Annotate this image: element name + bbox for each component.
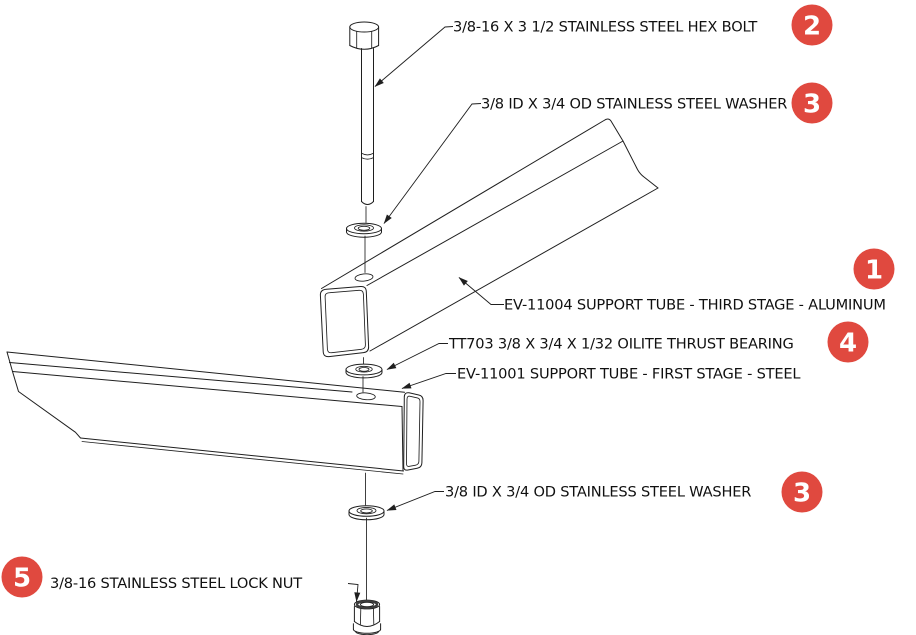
support-tube-first-stage-drawing [6, 351, 424, 475]
callout-label-lock-nut: 3/8-16 STAINLESS STEEL LOCK NUT [50, 575, 302, 592]
leader-hex-bolt [374, 26, 454, 87]
upper-washer-drawing [346, 222, 382, 238]
badge-1-number: 1 [865, 256, 883, 286]
thrust-bearing-drawing [345, 363, 383, 379]
hex-bolt-drawing [349, 21, 380, 205]
badge-3-upper-number: 3 [803, 90, 821, 120]
badge-4-number: 4 [839, 329, 857, 359]
leader-thrust-bearing [386, 343, 448, 370]
lower-washer-drawing [348, 505, 385, 521]
leader-lines [347, 26, 504, 602]
callout-label-upper-washer: 3/8 ID X 3/4 OD STAINLESS STEEL WASHER [481, 96, 787, 113]
badge-5: 5 [1, 556, 43, 598]
badge-2: 2 [791, 4, 833, 46]
support-tube-third-stage-drawing [319, 118, 659, 358]
badge-3-lower-number: 3 [793, 479, 811, 509]
leader-first-stage-tube [401, 373, 456, 389]
callout-labels: 3/8-16 X 3 1/2 STAINLESS STEEL HEX BOLT … [50, 19, 886, 593]
badge-4: 4 [827, 321, 869, 363]
badge-5-number: 5 [13, 564, 31, 594]
leader-lock-nut [347, 583, 361, 602]
center-line [362, 206, 367, 601]
callout-label-first-stage-tube: EV-11001 SUPPORT TUBE - FIRST STAGE - ST… [457, 366, 801, 383]
lock-nut-drawing [352, 599, 382, 635]
callout-label-hex-bolt: 3/8-16 X 3 1/2 STAINLESS STEEL HEX BOLT [453, 19, 757, 36]
callout-label-thrust-bearing: TT703 3/8 X 3/4 X 1/32 OILITE THRUST BEA… [448, 336, 794, 353]
badge-3-lower: 3 [781, 471, 823, 513]
badge-1: 1 [853, 248, 895, 290]
callout-label-lower-washer: 3/8 ID X 3/4 OD STAINLESS STEEL WASHER [445, 484, 751, 501]
leader-upper-washer [383, 103, 482, 224]
badge-3-upper: 3 [791, 82, 833, 124]
leader-lower-washer [386, 491, 444, 511]
badge-2-number: 2 [803, 12, 821, 42]
leader-third-stage-tube [458, 277, 504, 305]
callout-label-third-stage-tube: EV-11004 SUPPORT TUBE - THIRD STAGE - AL… [504, 297, 886, 314]
